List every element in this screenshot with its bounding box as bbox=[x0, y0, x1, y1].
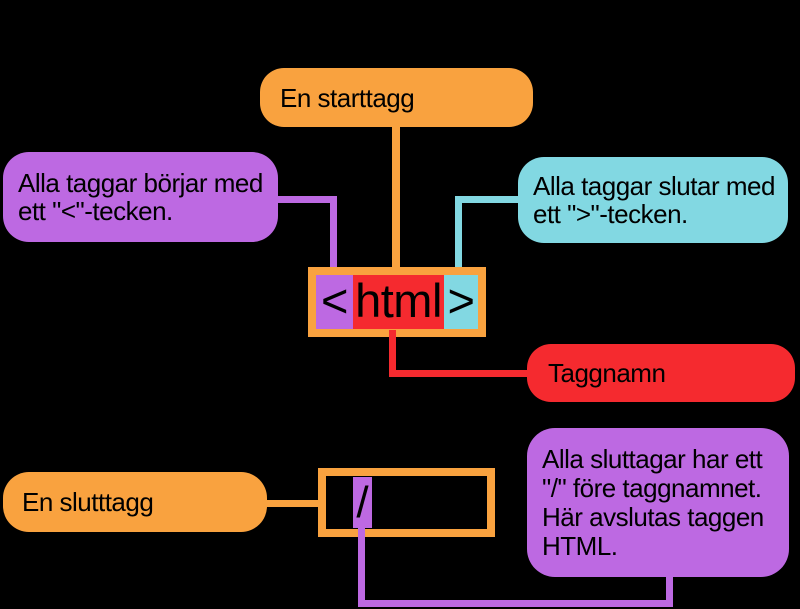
callout-end-note-line-1: Alla sluttagar har ett bbox=[542, 443, 763, 474]
open-bracket-segment: < bbox=[316, 275, 353, 329]
connector-end-note-vertical-left bbox=[358, 528, 365, 607]
callout-start-tag: En starttagg bbox=[260, 68, 533, 127]
connector-close-bracket-horizontal bbox=[455, 196, 518, 203]
connector-open-bracket-horizontal bbox=[272, 196, 337, 203]
slash-char: / bbox=[356, 477, 369, 527]
open-bracket-char: < bbox=[321, 273, 348, 327]
callout-end-tag-note: Alla sluttagar har ett "/" före taggnamn… bbox=[527, 428, 789, 577]
callout-end-note-line-4: HTML. bbox=[542, 530, 618, 561]
callout-end-note-line-3: Här avslutas taggen bbox=[542, 501, 764, 532]
connector-open-bracket-vertical bbox=[330, 196, 337, 276]
callout-end-tag-label: En slutttagg bbox=[22, 487, 154, 517]
callout-close-bracket-note: Alla taggar slutar med ett ">"-tecken. bbox=[518, 157, 788, 243]
callout-open-bracket-line-1: Alla taggar börjar med bbox=[18, 168, 263, 198]
connector-end-note-horizontal bbox=[358, 600, 673, 607]
tag-name-segment: html bbox=[353, 275, 444, 329]
callout-end-note-line-2: "/" före taggnamnet. bbox=[542, 472, 762, 503]
connector-tag-name-vertical bbox=[389, 330, 396, 377]
callout-close-bracket-line-1: Alla taggar slutar med bbox=[533, 171, 775, 201]
callout-tag-name-label: Taggnamn bbox=[548, 358, 666, 388]
callout-open-bracket-note: Alla taggar börjar med ett "<"-tecken. bbox=[3, 152, 278, 242]
connector-end-tag-horizontal bbox=[265, 500, 319, 507]
callout-open-bracket-line-2: ett "<"-tecken. bbox=[18, 196, 173, 226]
start-tag-example-box: < html > bbox=[308, 267, 486, 337]
start-tag-segments: < html > bbox=[316, 275, 478, 329]
tag-name-text: html bbox=[355, 273, 442, 327]
callout-start-tag-label: En starttagg bbox=[280, 82, 415, 113]
connector-close-bracket-vertical bbox=[455, 196, 462, 276]
slash-segment: / bbox=[353, 477, 372, 528]
close-bracket-char: > bbox=[447, 273, 475, 327]
close-bracket-segment: > bbox=[444, 275, 478, 329]
end-tag-example-box: / bbox=[318, 468, 495, 537]
connector-end-note-vertical-right bbox=[666, 575, 673, 607]
callout-tag-name: Taggnamn bbox=[527, 344, 795, 402]
callout-end-tag: En slutttagg bbox=[3, 472, 267, 532]
end-tag-segments: / bbox=[326, 476, 487, 529]
connector-tag-name-horizontal bbox=[389, 370, 527, 377]
callout-close-bracket-line-2: ett ">"-tecken. bbox=[533, 199, 688, 229]
connector-start-tag bbox=[392, 127, 400, 271]
